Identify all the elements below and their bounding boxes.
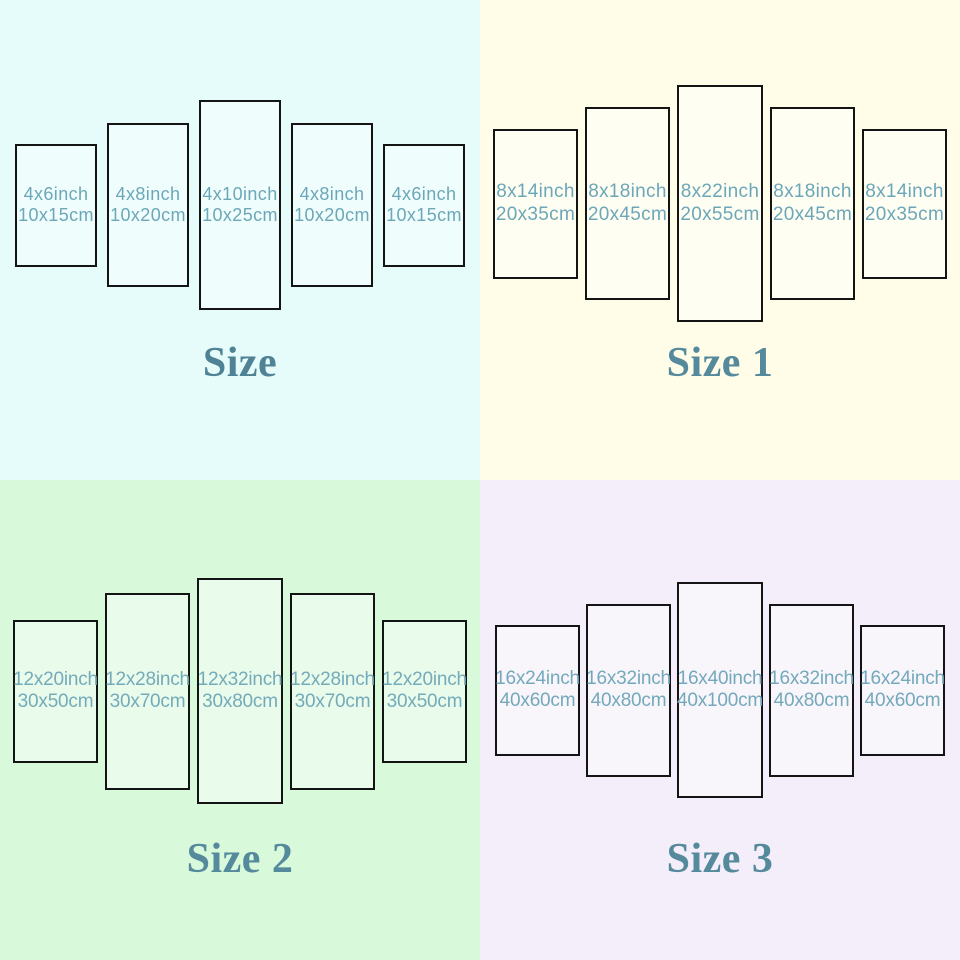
panel-size-inch: 16x32inch bbox=[586, 667, 671, 689]
panel-size-inch: 4x6inch bbox=[23, 183, 89, 204]
canvas-panel: 4x10inch 10x25cm bbox=[199, 100, 281, 310]
panel-size-cm: 40x100cm bbox=[676, 690, 764, 711]
panel-size-label: 4x8inch 10x20cm bbox=[110, 184, 186, 226]
panel-size-label: 12x20inch 30x50cm bbox=[13, 669, 98, 714]
panel-size-inch: 8x18inch bbox=[588, 181, 667, 203]
canvas-panel: 12x28inch 30x70cm bbox=[290, 592, 375, 790]
panel-size-label: 8x22inch 20x55cm bbox=[680, 181, 759, 226]
canvas-panel: 16x24inch 40x60cm bbox=[860, 624, 945, 756]
quadrant-title: Size bbox=[202, 340, 278, 386]
panel-size-label: 12x28inch 30x70cm bbox=[290, 669, 375, 714]
canvas-panel: 16x40inch 40x100cm bbox=[677, 582, 763, 798]
panel-size-inch: 8x14inch bbox=[496, 181, 575, 203]
panel-size-inch: 8x18inch bbox=[773, 181, 852, 203]
panel-size-label: 8x14inch 20x35cm bbox=[865, 181, 944, 226]
panel-size-label: 12x28inch 30x70cm bbox=[105, 669, 190, 714]
panel-size-cm: 30x70cm bbox=[294, 691, 371, 712]
canvas-panel: 16x32inch 40x80cm bbox=[769, 603, 854, 777]
size-chart-quadrant-size: 4x6inch 10x15cm 4x8inch 10x20cm 4x10inch… bbox=[0, 0, 480, 480]
panel-size-label: 16x32inch 40x80cm bbox=[586, 668, 671, 713]
size-chart-quadrant-size-1: 8x14inch 20x35cm 8x18inch 20x45cm 8x22in… bbox=[480, 0, 960, 480]
panel-size-cm: 10x20cm bbox=[110, 205, 186, 225]
panel-size-cm: 20x35cm bbox=[864, 203, 945, 225]
panel-size-label: 4x8inch 10x20cm bbox=[294, 184, 370, 226]
canvas-panel: 8x14inch 20x35cm bbox=[493, 128, 578, 279]
panel-row: 4x6inch 10x15cm 4x8inch 10x20cm 4x10inch… bbox=[0, 100, 480, 310]
panel-size-cm: 10x15cm bbox=[386, 205, 462, 225]
canvas-panel: 8x18inch 20x45cm bbox=[770, 107, 855, 300]
panel-size-inch: 12x28inch bbox=[290, 668, 375, 690]
panel-size-cm: 40x60cm bbox=[499, 690, 576, 711]
canvas-panel: 12x28inch 30x70cm bbox=[105, 592, 190, 790]
canvas-panel: 8x18inch 20x45cm bbox=[585, 107, 670, 300]
panel-size-cm: 40x60cm bbox=[864, 690, 941, 711]
panel-size-label: 4x6inch 10x15cm bbox=[18, 184, 94, 226]
panel-size-inch: 8x14inch bbox=[865, 181, 944, 203]
canvas-panel: 16x32inch 40x80cm bbox=[586, 603, 671, 777]
panel-size-inch: 4x6inch bbox=[391, 183, 457, 204]
panel-size-inch: 4x10inch bbox=[202, 183, 278, 204]
canvas-panel: 8x14inch 20x35cm bbox=[862, 128, 947, 279]
panel-size-cm: 20x45cm bbox=[587, 203, 668, 225]
panel-size-inch: 16x24inch bbox=[860, 667, 945, 689]
panel-size-label: 8x14inch 20x35cm bbox=[496, 181, 575, 226]
quadrant-title: Size 1 bbox=[666, 340, 774, 386]
panel-size-cm: 30x80cm bbox=[202, 691, 278, 712]
canvas-panel: 12x20inch 30x50cm bbox=[13, 619, 98, 763]
canvas-panel: 4x8inch 10x20cm bbox=[291, 123, 373, 287]
panel-size-inch: 16x32inch bbox=[769, 667, 854, 689]
size-chart-quadrant-size-3: 16x24inch 40x60cm 16x32inch 40x80cm 16x4… bbox=[480, 480, 960, 960]
canvas-panel: 16x24inch 40x60cm bbox=[495, 624, 580, 756]
panel-size-label: 16x24inch 40x60cm bbox=[860, 668, 945, 713]
panel-size-label: 16x40inch 40x100cm bbox=[677, 668, 763, 713]
panel-size-cm: 20x35cm bbox=[495, 203, 576, 225]
panel-size-cm: 40x80cm bbox=[773, 690, 850, 711]
panel-size-inch: 4x8inch bbox=[299, 183, 365, 204]
canvas-panel: 4x8inch 10x20cm bbox=[107, 123, 189, 287]
panel-size-cm: 10x25cm bbox=[202, 205, 278, 225]
panel-size-inch: 8x22inch bbox=[680, 181, 760, 203]
panel-size-inch: 12x28inch bbox=[105, 668, 190, 690]
canvas-panel: 8x22inch 20x55cm bbox=[677, 85, 763, 322]
panel-size-inch: 16x24inch bbox=[495, 667, 580, 689]
panel-size-label: 4x10inch 10x25cm bbox=[202, 184, 278, 226]
panel-size-label: 4x6inch 10x15cm bbox=[386, 184, 462, 226]
panel-row: 12x20inch 30x50cm 12x28inch 30x70cm 12x3… bbox=[0, 578, 480, 804]
panel-size-cm: 40x80cm bbox=[590, 690, 667, 711]
size-chart-quadrant-size-2: 12x20inch 30x50cm 12x28inch 30x70cm 12x3… bbox=[0, 480, 480, 960]
quadrant-title: Size 3 bbox=[666, 836, 774, 882]
panel-size-cm: 20x45cm bbox=[772, 203, 853, 225]
canvas-panel: 4x6inch 10x15cm bbox=[15, 143, 97, 267]
panel-size-cm: 30x50cm bbox=[386, 691, 463, 712]
panel-row: 8x14inch 20x35cm 8x18inch 20x45cm 8x22in… bbox=[480, 85, 960, 322]
panel-size-cm: 30x50cm bbox=[17, 691, 94, 712]
panel-size-inch: 12x20inch bbox=[382, 668, 467, 690]
canvas-panel: 12x20inch 30x50cm bbox=[382, 619, 467, 763]
panel-size-label: 12x32inch 30x80cm bbox=[198, 669, 283, 714]
panel-size-label: 8x18inch 20x45cm bbox=[773, 181, 852, 226]
panel-size-label: 16x32inch 40x80cm bbox=[769, 668, 854, 713]
panel-size-inch: 12x32inch bbox=[197, 668, 283, 690]
panel-size-label: 16x24inch 40x60cm bbox=[495, 668, 580, 713]
panel-size-cm: 30x70cm bbox=[109, 691, 186, 712]
panel-row: 16x24inch 40x60cm 16x32inch 40x80cm 16x4… bbox=[480, 582, 960, 798]
panel-size-label: 12x20inch 30x50cm bbox=[382, 669, 467, 714]
panel-size-cm: 10x20cm bbox=[294, 205, 370, 225]
panel-size-cm: 10x15cm bbox=[18, 205, 94, 225]
quadrant-title: Size 2 bbox=[186, 836, 294, 882]
canvas-panel: 4x6inch 10x15cm bbox=[383, 143, 465, 267]
panel-size-inch: 12x20inch bbox=[13, 668, 98, 690]
panel-size-label: 8x18inch 20x45cm bbox=[588, 181, 667, 226]
panel-size-inch: 4x8inch bbox=[115, 183, 181, 204]
panel-size-cm: 20x55cm bbox=[680, 203, 760, 225]
panel-size-inch: 16x40inch bbox=[677, 667, 763, 689]
canvas-panel: 12x32inch 30x80cm bbox=[197, 578, 283, 804]
